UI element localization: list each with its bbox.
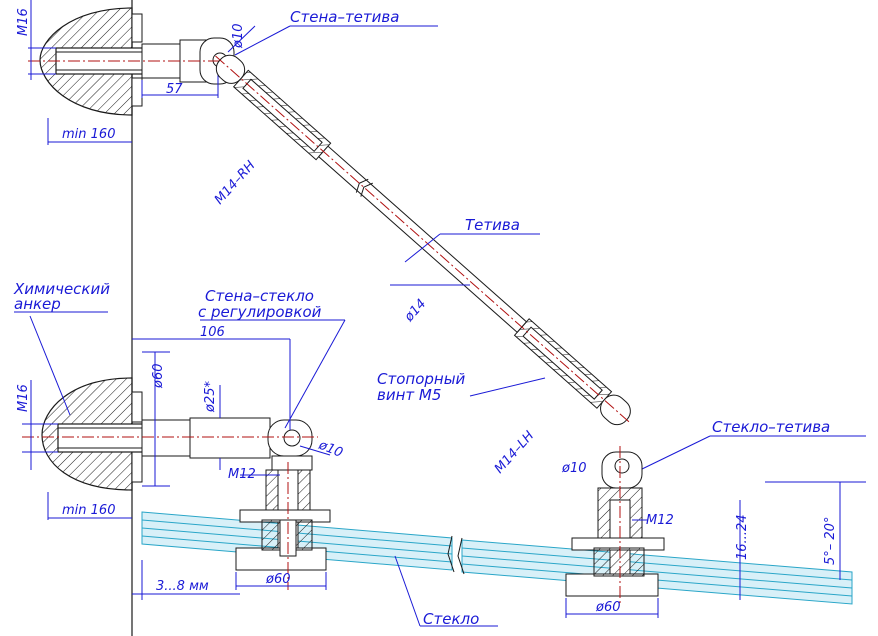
dim-m14rh: M14–RH [212, 158, 259, 208]
dim-m12-right: M12 [646, 513, 674, 528]
label-chemical-anchor-2: анкер [14, 295, 61, 313]
rod-annotations [390, 233, 866, 471]
dim-d25: ø25* [203, 381, 218, 413]
dim-angle: 5°– 20° [823, 517, 838, 565]
tension-rod [215, 54, 631, 426]
top-anchor-dimensions [28, 0, 438, 145]
dim-min160-top: min 160 [62, 127, 115, 142]
label-wall-rod: Стена–тетива [290, 8, 399, 26]
label-wall-glass-1: Стена–стекло [205, 287, 314, 305]
dim-m12-left: M12 [228, 467, 256, 482]
dim-d60-vert: ø60 [151, 364, 166, 390]
dim-d14: ø14 [401, 296, 429, 325]
dim-d60-left: ø60 [265, 572, 291, 587]
glass-fitting-right [565, 446, 665, 606]
dim-len57: 57 [166, 82, 183, 97]
dim-gap: 3...8 мм [156, 579, 209, 594]
label-glass: Стекло [423, 610, 479, 628]
dim-d10-mid: ø10 [316, 437, 345, 460]
bottom-anchor-dimensions [14, 311, 346, 520]
dim-len106: 106 [200, 325, 225, 340]
label-rod: Тетива [465, 216, 520, 234]
dim-m14lh: M14–LH [492, 428, 538, 476]
glass-fitting-left [235, 462, 331, 590]
label-wall-glass-2: с регулировкой [198, 303, 322, 321]
label-lock-screw-2: винт М5 [377, 386, 441, 404]
label-glass-rod: Стекло–тетива [712, 418, 830, 436]
dim-min160-bottom: min 160 [62, 503, 115, 518]
label-chemical-anchor-1: Химический [13, 280, 110, 298]
dim-d10-right: ø10 [561, 461, 587, 476]
bottom-dimensions [132, 474, 866, 627]
label-lock-screw-1: Стопорный [377, 370, 466, 388]
bottom-anchor [41, 377, 313, 491]
dim-d10-top: ø10 [231, 24, 246, 50]
dim-m16-bottom: M16 [16, 384, 31, 412]
dim-m16-top: M16 [16, 8, 31, 36]
dim-d60-right: ø60 [595, 600, 621, 615]
dim-thickness: 16...24 [735, 515, 750, 560]
